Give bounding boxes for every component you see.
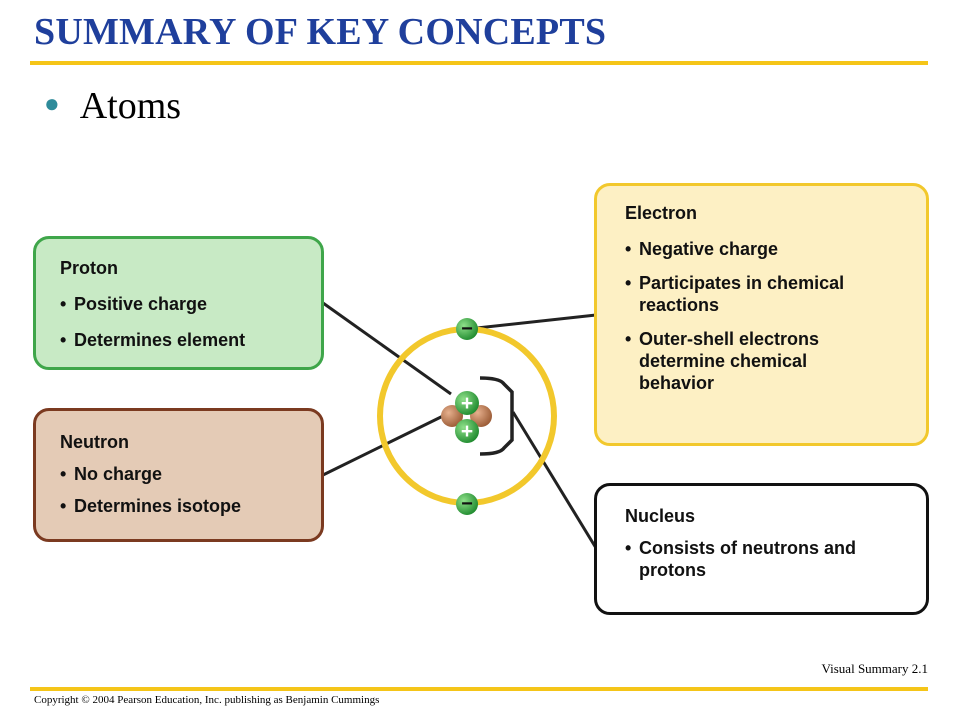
proton-heading: Proton <box>60 258 118 278</box>
electron-box: Electron •Negative charge •Participates … <box>594 183 929 446</box>
electron-item: •Negative charge <box>625 239 779 259</box>
bullet-dot-icon: ● <box>44 89 60 118</box>
neutron-item: •Determines isotope <box>60 496 242 516</box>
slide-title: SUMMARY OF KEY CONCEPTS <box>34 11 607 53</box>
nucleus-item: •Consists of neutrons and protons <box>625 538 857 580</box>
nucleus-bracket <box>479 376 514 456</box>
proton-item: •Positive charge <box>60 294 208 314</box>
proton-particle <box>455 391 479 415</box>
proton-connector <box>322 301 452 396</box>
copyright-notice: Copyright © 2004 Pearson Education, Inc.… <box>34 694 380 706</box>
electron-item: •Participates in chemical reactions <box>625 273 845 315</box>
title-divider <box>30 61 928 65</box>
electron-minus-icon: − <box>461 318 473 340</box>
nucleus-connector <box>511 411 598 549</box>
footer-divider <box>30 687 928 691</box>
electron-orbit <box>377 326 557 506</box>
neutron-heading: Neutron <box>60 432 129 452</box>
topic-label: Atoms <box>79 85 182 127</box>
topic-bullet: ● Atoms <box>44 84 181 128</box>
nucleus-box: Nucleus •Consists of neutrons and proton… <box>594 483 929 615</box>
proton-particle <box>455 419 479 443</box>
electron-item: •Outer-shell electrons determine chemica… <box>625 329 820 393</box>
proton-item: •Determines element <box>60 330 246 350</box>
neutron-particle <box>441 405 463 427</box>
nucleus-heading: Nucleus <box>625 506 696 526</box>
electron-connector <box>476 313 597 330</box>
figure-caption: Visual Summary 2.1 <box>821 661 928 676</box>
proton-plus-icon: + <box>461 420 473 443</box>
proton-box: Proton •Positive charge •Determines elem… <box>33 236 324 370</box>
electron-minus-icon: − <box>461 493 473 515</box>
proton-plus-icon: + <box>461 392 473 415</box>
electron-particle <box>456 493 478 515</box>
electron-particle <box>456 318 478 340</box>
neutron-box: Neutron •No charge •Determines isotope <box>33 408 324 542</box>
electron-heading: Electron <box>625 203 698 223</box>
neutron-item: •No charge <box>60 464 163 484</box>
